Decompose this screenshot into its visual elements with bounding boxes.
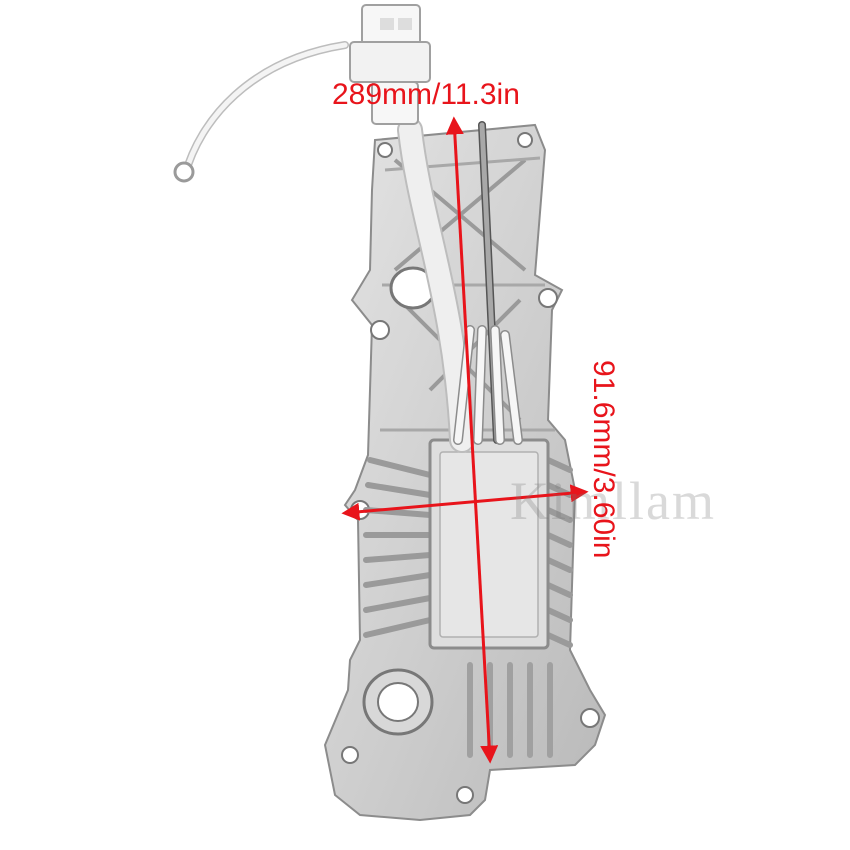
- connector-plug: [349, 4, 431, 125]
- width-label: 91.6mm/3.60in: [587, 360, 620, 559]
- watermark: Kimllam: [510, 471, 716, 531]
- width-dimension-arrow: [341, 484, 589, 521]
- length-label: 289mm/11.3in: [332, 78, 520, 111]
- length-dimension-arrow: [445, 116, 499, 764]
